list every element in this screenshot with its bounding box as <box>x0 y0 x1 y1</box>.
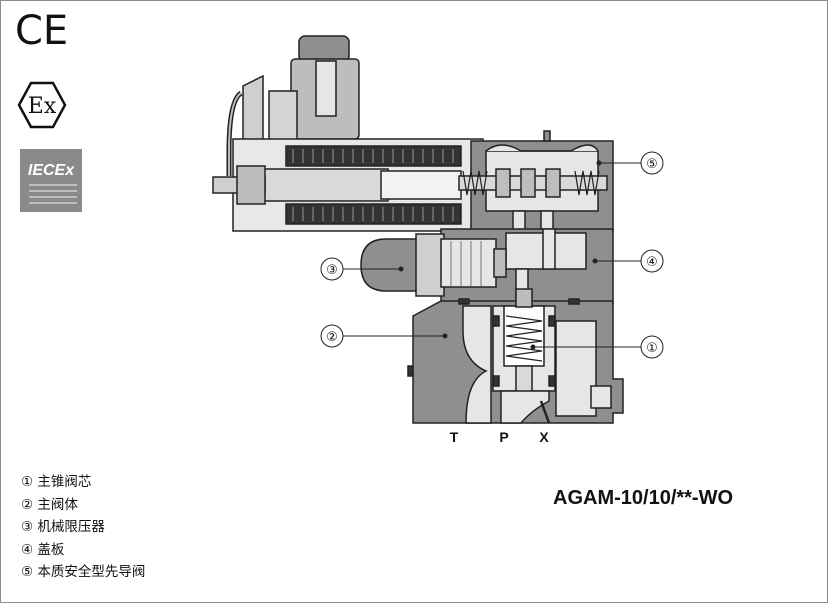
iecex-badge-text: IECEx <box>28 162 75 179</box>
main-valve-body <box>407 288 624 424</box>
solenoid-housing <box>212 138 484 232</box>
port-t-label: T <box>450 429 459 445</box>
callout-1: ① <box>646 341 658 356</box>
callout-5: ⑤ <box>646 157 658 172</box>
legend-item: ② 主阀体 <box>21 496 78 513</box>
callouts <box>320 151 664 359</box>
legend: ① 主锥阀芯 ② 主阀体 ③ 机械限压器 ④ 盖板 ⑤ 本质安全型先导阀 <box>21 471 145 584</box>
legend-item: ① 主锥阀芯 <box>21 474 92 490</box>
legend-item: ③ 机械限压器 <box>21 519 105 535</box>
port-p-label: P <box>499 429 508 445</box>
valve-drawing <box>212 35 624 424</box>
ex-mark-text: Ex <box>28 94 57 119</box>
legend-item: ④ 盖板 <box>21 541 65 558</box>
pilot-valve-block <box>458 130 614 234</box>
pressure-limiter <box>360 233 507 297</box>
port-x-label: X <box>539 429 549 445</box>
model-title: AGAM-10/10/**-WO <box>553 487 734 509</box>
callout-4: ④ <box>646 255 658 270</box>
legend-item: ⑤ 本质安全型先导阀 <box>21 564 146 580</box>
ce-mark: CE <box>15 8 69 54</box>
callout-3: ③ <box>326 263 338 278</box>
ex-mark: Ex <box>17 81 67 129</box>
iecex-badge: IECEx <box>20 149 82 212</box>
callout-2: ② <box>326 330 338 345</box>
